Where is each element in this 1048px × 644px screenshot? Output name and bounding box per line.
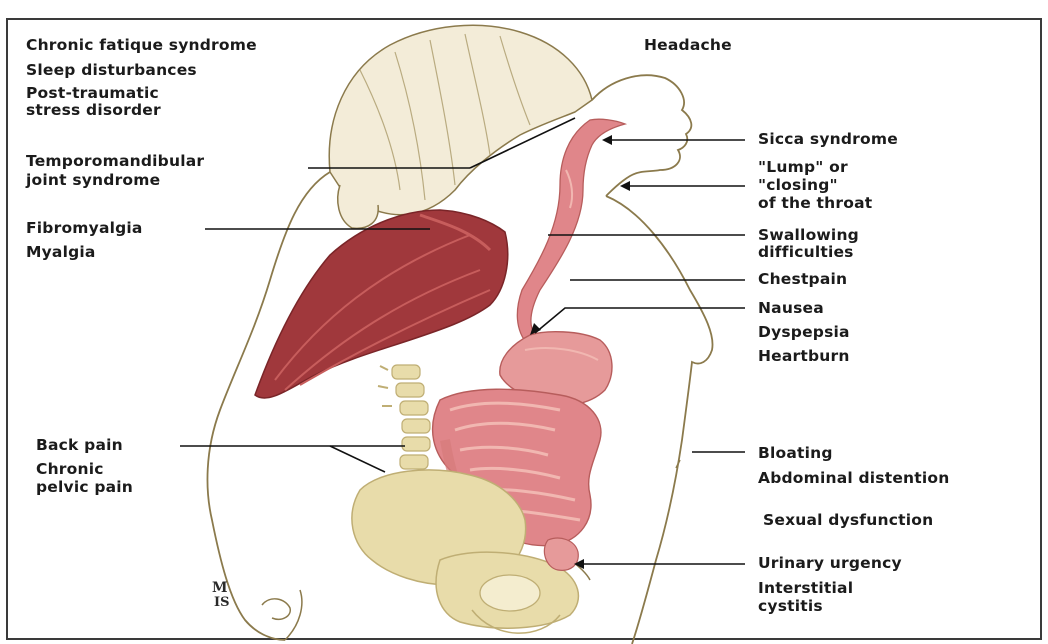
label-interstitial-line2: cystitis [758, 597, 823, 616]
arm-muscle [255, 210, 508, 398]
leader-nausea [535, 308, 745, 333]
hair [329, 25, 592, 228]
label-headache: Headache [644, 36, 732, 55]
label-fibromyalgia: Fibromyalgia [26, 219, 143, 238]
label-back-pain: Back pain [36, 436, 123, 455]
bladder [544, 538, 578, 570]
label-nausea: Nausea [758, 299, 824, 318]
leader-pelvic [330, 446, 385, 472]
label-lump-line2: "closing" [758, 176, 838, 195]
head-profile [592, 75, 691, 196]
label-urinary-urgency: Urinary urgency [758, 554, 902, 573]
svg-text:M: M [212, 580, 228, 596]
label-dyspepsia: Dyspepsia [758, 323, 850, 342]
label-sexual-dysfunction: Sexual dysfunction [763, 511, 933, 530]
label-tmj-line1: Temporomandibular [26, 152, 204, 171]
label-abdominal-distention: Abdominal distention [758, 469, 950, 488]
label-chestpain: Chestpain [758, 270, 847, 289]
label-pelvic-line1: Chronic [36, 460, 104, 479]
label-pelvic-line2: pelvic pain [36, 478, 133, 497]
label-lump-line1: "Lump" or [758, 158, 848, 177]
label-heartburn: Heartburn [758, 347, 850, 366]
label-swallow-line2: difficulties [758, 243, 854, 262]
label-bloating: Bloating [758, 444, 833, 463]
esophagus [517, 119, 625, 345]
label-chronic-fatigue: Chronic fatique syndrome [26, 36, 257, 55]
label-sleep-disturbances: Sleep disturbances [26, 61, 197, 80]
label-interstitial-line1: Interstitial [758, 579, 853, 598]
label-tmj-line2: joint syndrome [26, 171, 160, 190]
spine [378, 365, 430, 469]
svg-text:IS: IS [214, 595, 229, 610]
label-sicca: Sicca syndrome [758, 130, 898, 149]
label-myalgia: Myalgia [26, 243, 96, 262]
label-lump-line3: of the throat [758, 194, 872, 213]
artist-monogram: M IS [212, 580, 229, 610]
label-ptsd-line2: stress disorder [26, 101, 161, 120]
